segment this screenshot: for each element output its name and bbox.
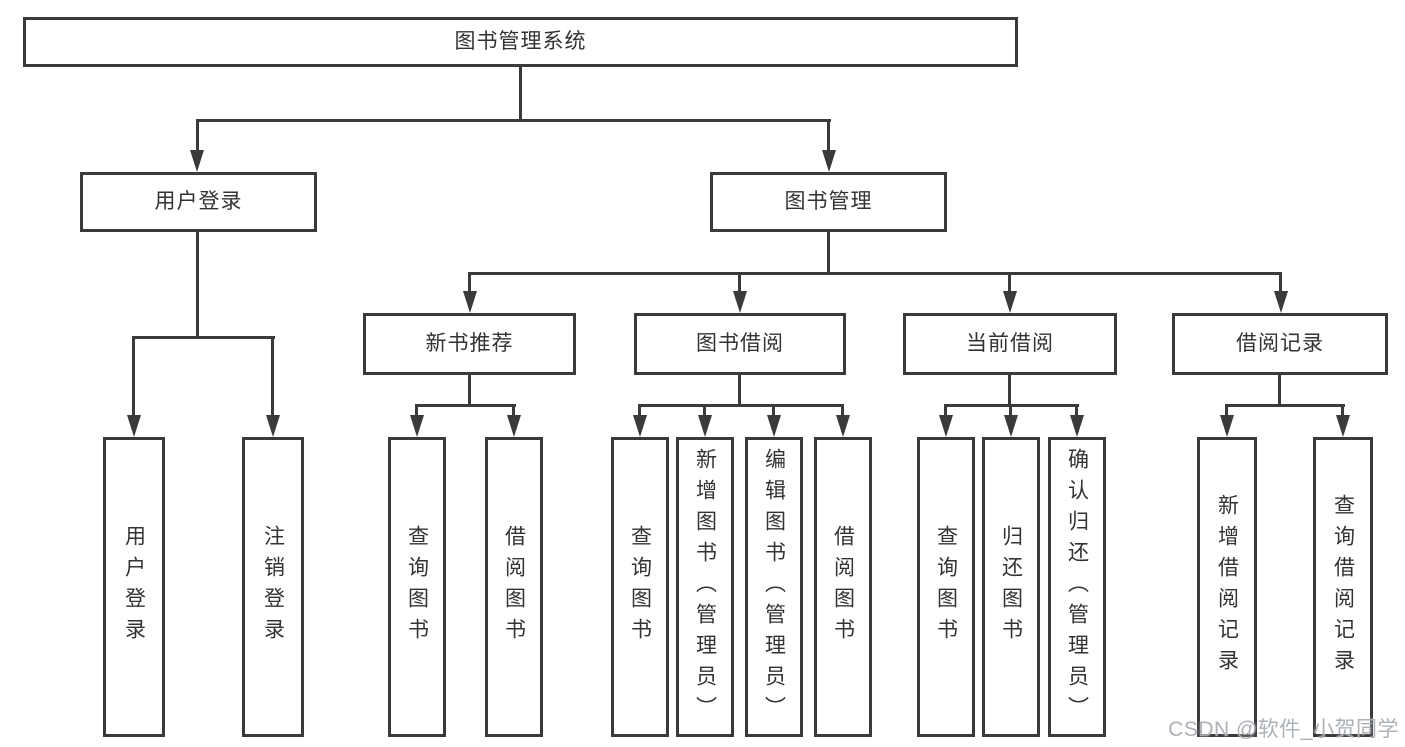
connector-cb-stem — [1008, 375, 1011, 406]
connector-drop-bb-query — [638, 404, 641, 419]
connector-root-drop-user-login — [196, 119, 199, 152]
node-nbr-borrow-books: 借阅图书 — [485, 437, 543, 737]
node-cb-query-books: 查询图书 — [917, 437, 975, 737]
arrow-down-icon — [733, 291, 747, 313]
arrow-down-icon — [767, 415, 781, 437]
arrow-down-icon — [1274, 291, 1288, 313]
connector-drop-cb-query — [944, 404, 947, 419]
node-bb-edit-books-admin-label: 编辑图书（管理员） — [762, 447, 786, 727]
connector-user-login-stem — [196, 232, 199, 338]
node-library-management-system: 图书管理系统 — [23, 17, 1018, 67]
arrow-down-icon — [633, 415, 647, 437]
arrow-down-icon — [127, 415, 141, 437]
node-nbr-query-books-label: 查询图书 — [405, 525, 429, 649]
connector-drop-cb-return — [1009, 404, 1012, 419]
arrow-down-icon — [822, 150, 836, 172]
node-borrowing-records-label: 借阅记录 — [1236, 332, 1324, 356]
node-nbr-query-books: 查询图书 — [388, 437, 446, 737]
node-cb-return-books: 归还图书 — [982, 437, 1040, 737]
node-bb-query-books: 查询图书 — [611, 437, 669, 737]
arrow-down-icon — [1003, 291, 1017, 313]
node-current-borrowing-label: 当前借阅 — [966, 332, 1054, 356]
node-bb-borrow-books-label: 借阅图书 — [831, 525, 855, 649]
node-cb-query-books-label: 查询图书 — [934, 525, 958, 649]
node-new-book-recommendation-label: 新书推荐 — [425, 332, 514, 356]
node-logout-leaf-label: 注销登录 — [261, 525, 285, 649]
node-bb-borrow-books: 借阅图书 — [814, 437, 872, 737]
node-bb-query-books-label: 查询图书 — [628, 525, 652, 649]
node-book-management-label: 图书管理 — [784, 190, 873, 214]
arrow-down-icon — [266, 415, 280, 437]
connector-br-bar — [1225, 404, 1345, 407]
connector-root-stem — [519, 67, 522, 121]
node-cb-confirm-return-admin-label: 确认归还（管理员） — [1065, 447, 1089, 727]
node-br-add-record-label: 新增借阅记录 — [1215, 494, 1239, 680]
arrow-down-icon — [410, 415, 424, 437]
connector-book-mgmt-bar — [470, 272, 1282, 275]
connector-bb-stem — [738, 375, 741, 406]
node-nbr-borrow-books-label: 借阅图书 — [502, 525, 526, 649]
node-book-management: 图书管理 — [710, 172, 947, 232]
node-current-borrowing: 当前借阅 — [903, 313, 1117, 375]
node-library-management-system-label: 图书管理系统 — [454, 30, 587, 54]
connector-drop-nbr-borrow — [512, 404, 515, 419]
node-user-login: 用户登录 — [80, 172, 317, 232]
node-br-add-record: 新增借阅记录 — [1197, 437, 1257, 737]
node-logout-leaf: 注销登录 — [242, 437, 304, 737]
connector-user-login-bar — [133, 336, 275, 339]
node-user-login-label: 用户登录 — [154, 190, 243, 214]
connector-root-bar — [196, 119, 831, 122]
node-bb-add-books-admin-label: 新增图书（管理员） — [693, 447, 717, 727]
connector-drop-bb-borrow — [841, 404, 844, 419]
arrow-down-icon — [836, 415, 850, 437]
arrow-down-icon — [507, 415, 521, 437]
connector-nbr-bar — [416, 404, 516, 407]
connector-drop-bb-edit — [772, 404, 775, 419]
node-br-query-record: 查询借阅记录 — [1313, 437, 1373, 737]
connector-drop-book-borrowing — [738, 272, 741, 294]
connector-drop-br-add — [1225, 404, 1228, 419]
connector-bb-bar — [638, 404, 844, 407]
connector-drop-current-borrowing — [1008, 272, 1011, 294]
connector-drop-user-login-leaf — [132, 336, 135, 417]
node-user-login-leaf-label: 用户登录 — [122, 525, 146, 649]
arrow-down-icon — [698, 415, 712, 437]
connector-drop-new-book-rec — [468, 272, 471, 294]
node-cb-confirm-return-admin: 确认归还（管理员） — [1048, 437, 1106, 737]
node-new-book-recommendation: 新书推荐 — [363, 313, 576, 375]
connector-nbr-stem — [468, 375, 471, 406]
csdn-watermark: CSDN @软件_小贺同学 — [1168, 718, 1399, 741]
connector-drop-bb-add — [703, 404, 706, 419]
connector-drop-cb-confirm — [1075, 404, 1078, 419]
arrow-down-icon — [1004, 415, 1018, 437]
arrow-down-icon — [1220, 415, 1234, 437]
arrow-down-icon — [1336, 415, 1350, 437]
node-book-borrowing-label: 图书借阅 — [696, 332, 784, 356]
connector-book-mgmt-stem — [827, 232, 830, 274]
node-bb-add-books-admin: 新增图书（管理员） — [676, 437, 734, 737]
arrow-down-icon — [190, 150, 204, 172]
node-bb-edit-books-admin: 编辑图书（管理员） — [745, 437, 803, 737]
node-br-query-record-label: 查询借阅记录 — [1331, 494, 1355, 680]
connector-drop-borrowing-records — [1279, 272, 1282, 294]
connector-drop-nbr-query — [415, 404, 418, 419]
arrow-down-icon — [939, 415, 953, 437]
node-cb-return-books-label: 归还图书 — [999, 525, 1023, 649]
connector-br-stem — [1278, 375, 1281, 406]
arrow-down-icon — [463, 291, 477, 313]
arrow-down-icon — [1070, 415, 1084, 437]
connector-drop-br-query — [1341, 404, 1344, 419]
node-book-borrowing: 图书借阅 — [634, 313, 846, 375]
connector-root-drop-book-mgmt — [827, 119, 830, 152]
node-user-login-leaf: 用户登录 — [103, 437, 165, 737]
node-borrowing-records: 借阅记录 — [1172, 313, 1388, 375]
connector-drop-logout-leaf — [271, 336, 274, 417]
